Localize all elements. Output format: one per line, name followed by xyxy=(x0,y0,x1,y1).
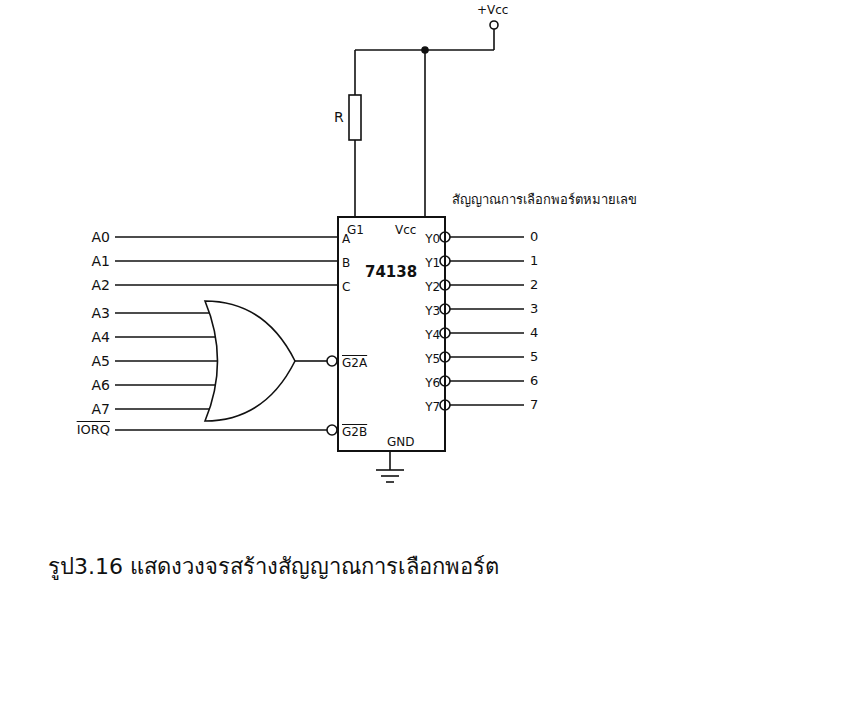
output-wire xyxy=(450,260,524,262)
figure-caption: รูป3.16 แสดงวงจรสร้างสัญญาณการเลือกพอร์ต xyxy=(48,552,499,582)
port-number: 7 xyxy=(530,397,538,413)
address-wire xyxy=(115,336,216,338)
resistor-wire xyxy=(354,50,356,95)
output-wire xyxy=(450,404,524,406)
signal-name: A1 xyxy=(92,253,110,269)
or-gate-symbol xyxy=(205,301,295,421)
signal-name: A7 xyxy=(92,401,110,417)
ground-symbol xyxy=(381,475,399,477)
output-wires xyxy=(440,232,524,410)
vcc-pin-wire xyxy=(424,50,426,216)
output-wire xyxy=(450,284,524,286)
supply-terminal xyxy=(490,21,498,29)
pin-name: Y0 xyxy=(425,231,440,247)
output-wire xyxy=(450,308,524,310)
signal-name: IORQ xyxy=(77,422,110,438)
output-wire xyxy=(450,356,524,358)
pin-name: Y1 xyxy=(425,255,440,271)
decoder-chip: 74138ABCG1VccY0Y1Y2Y3Y4Y5Y6Y7G2AG2BGND xyxy=(337,216,446,452)
part-number: 74138 xyxy=(365,264,417,280)
ground-symbol xyxy=(376,469,404,471)
iorq-wire xyxy=(115,429,327,431)
pin-name: GND xyxy=(387,434,415,450)
signal-name: A2 xyxy=(92,277,110,293)
output-wire xyxy=(450,236,524,238)
port-number: 2 xyxy=(530,277,538,293)
pin-name: Y5 xyxy=(425,351,440,367)
inversion-bubble xyxy=(327,425,337,435)
port-number: 0 xyxy=(530,229,538,245)
address-wire xyxy=(115,408,210,410)
output-wire xyxy=(450,380,524,382)
port-number: 5 xyxy=(530,349,538,365)
pin-name: Y6 xyxy=(425,375,440,391)
pin-name: Y2 xyxy=(425,279,440,295)
inversion-bubble xyxy=(327,356,337,366)
pin-name: Vcc xyxy=(395,222,416,238)
pin-name: G2A xyxy=(342,355,367,371)
pin-name: G2B xyxy=(342,424,367,440)
signal-name: A4 xyxy=(92,329,110,345)
address-wire xyxy=(115,236,337,238)
output-wire xyxy=(450,332,524,334)
address-wire xyxy=(115,384,216,386)
supply-wire xyxy=(493,29,495,50)
pin-name: G1 xyxy=(347,222,364,238)
pin-name: Y3 xyxy=(425,303,440,319)
signal-name: A6 xyxy=(92,377,110,393)
component-label: R xyxy=(334,109,344,125)
port-number: 3 xyxy=(530,301,538,317)
port-number: 6 xyxy=(530,373,538,389)
pin-name: Y4 xyxy=(425,327,440,343)
port-number: 1 xyxy=(530,253,538,269)
pin-name: Y7 xyxy=(425,399,440,415)
port-number: 4 xyxy=(530,325,538,341)
signal-name: A0 xyxy=(92,229,110,245)
address-wire xyxy=(115,284,337,286)
pin-name: B xyxy=(342,255,350,271)
signal-group-heading: สัญญาณการเลือกพอร์ตหมายเลข xyxy=(452,192,637,208)
address-wire xyxy=(115,360,218,362)
g1-pin-wire xyxy=(354,140,356,216)
resistor-symbol xyxy=(349,95,361,140)
ground-wire xyxy=(389,452,391,470)
address-wire xyxy=(115,312,210,314)
ground-symbol xyxy=(386,481,394,483)
gate-output-wire xyxy=(295,360,327,362)
signal-name: A3 xyxy=(92,305,110,321)
supply-label: +Vcc xyxy=(477,2,508,18)
address-wire xyxy=(115,260,337,262)
signal-name: A5 xyxy=(92,353,110,369)
pin-name: C xyxy=(342,279,350,295)
